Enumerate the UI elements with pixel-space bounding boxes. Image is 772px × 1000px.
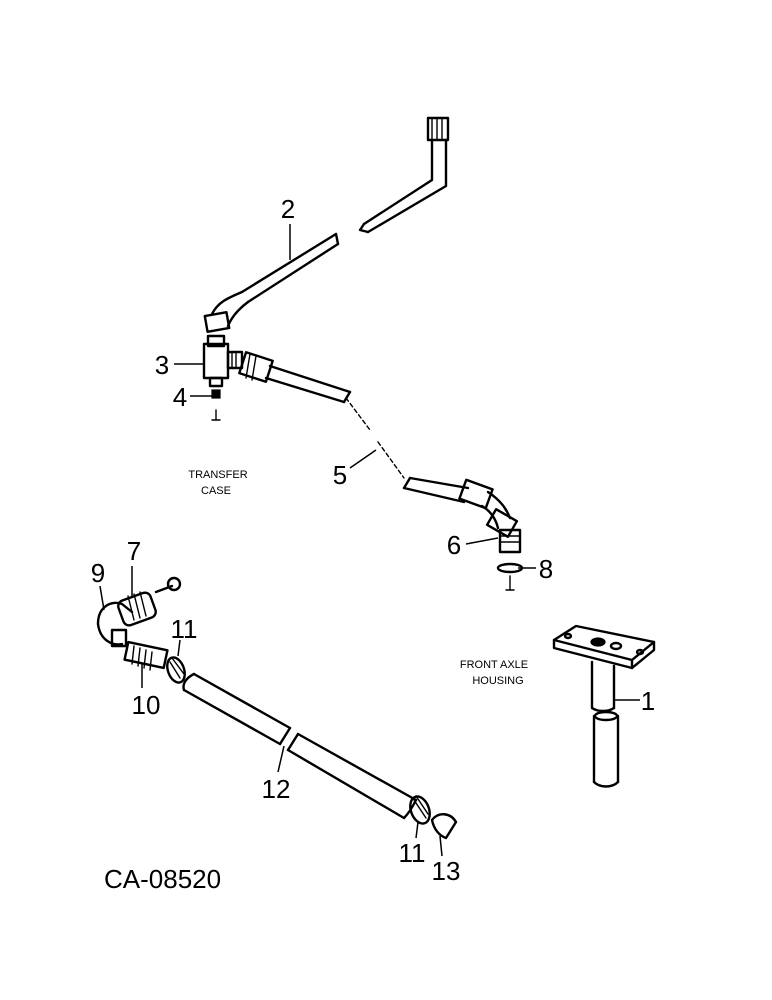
callout-4: 4: [173, 382, 187, 412]
elbow-fitting-part-6: [485, 508, 522, 554]
elbow-part-13: [430, 813, 458, 840]
front-axle-housing-label-line1: FRONT AXLE: [460, 659, 528, 671]
leader-13: [439, 835, 443, 857]
breather-tube-part-1: [552, 624, 656, 788]
callout-8: 8: [539, 554, 553, 584]
nipple-part-10: [123, 640, 169, 671]
callout-3: 3: [155, 350, 169, 380]
leader-11b: [415, 821, 419, 839]
callout-6: 6: [447, 530, 461, 560]
clamp-part-11-lower: [409, 795, 431, 825]
callout-11-upper: 11: [171, 614, 198, 644]
leader-11a: [177, 639, 181, 657]
drawing-number: CA-08520: [104, 864, 221, 894]
clamp-part-11-upper: [166, 656, 186, 684]
callout-9: 9: [91, 558, 105, 588]
tee-fitting-part-3: [202, 334, 244, 388]
upper-tube-part-2: [203, 116, 450, 333]
plug-part-4: [211, 389, 221, 421]
lower-hose-part-5: [238, 351, 512, 530]
breather-part-7: [117, 576, 182, 627]
callout-11-lower: 11: [399, 838, 426, 868]
callout-1: 1: [641, 686, 655, 716]
elbow-part-9: [96, 601, 134, 648]
callout-10: 10: [132, 690, 161, 720]
callout-5: 5: [333, 460, 347, 490]
callout-12: 12: [262, 774, 291, 804]
leader-5: [349, 449, 377, 469]
hose-part-12: [182, 672, 418, 820]
leader-6: [465, 537, 499, 545]
front-axle-housing-label-line2: HOUSING: [472, 675, 523, 687]
transfer-case-label-line1: TRANSFER: [188, 469, 247, 481]
leader-9: [99, 585, 105, 611]
callout-13: 13: [432, 856, 461, 886]
transfer-case-label-line2: CASE: [201, 485, 231, 497]
leader-12: [277, 745, 285, 773]
callout-7: 7: [127, 536, 141, 566]
callout-2: 2: [281, 194, 295, 224]
